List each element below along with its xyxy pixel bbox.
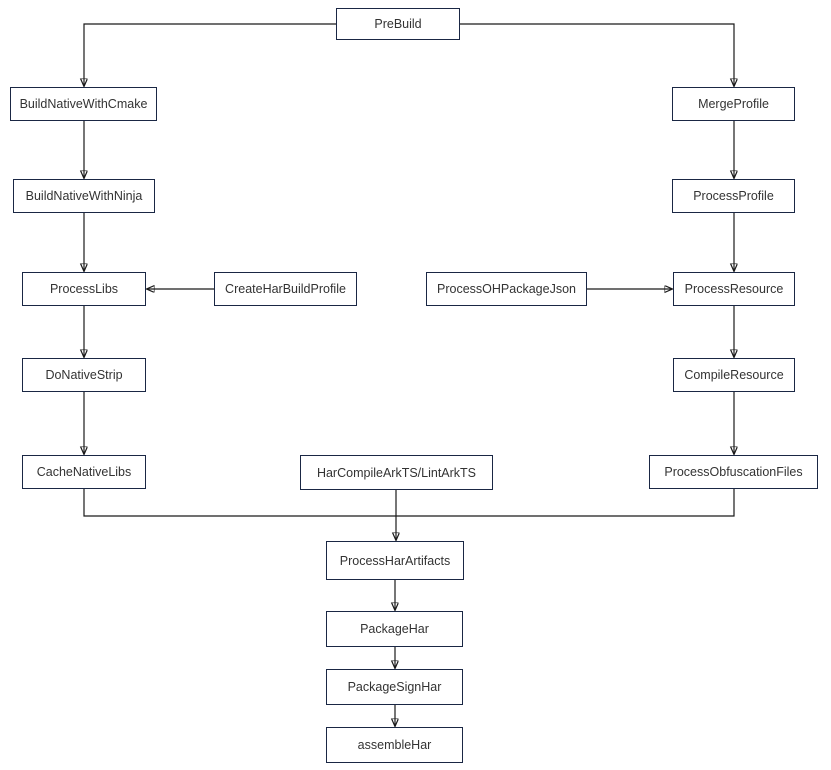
node-label: assembleHar <box>357 738 432 752</box>
node-label: PackageHar <box>360 622 429 636</box>
node-label: CompileResource <box>684 368 784 382</box>
node-process-obfuscation-files: ProcessObfuscationFiles <box>649 455 818 489</box>
node-label: DoNativeStrip <box>45 368 123 382</box>
node-package-sign-har: PackageSignHar <box>326 669 463 705</box>
node-label: ProcessOHPackageJson <box>437 282 576 296</box>
node-label: ProcessHarArtifacts <box>339 553 451 568</box>
node-merge-profile: MergeProfile <box>672 87 795 121</box>
node-label: MergeProfile <box>698 97 769 111</box>
node-label: ProcessProfile <box>693 189 774 203</box>
node-har-compile-arkts: HarCompileArkTS/LintArkTS <box>300 455 493 490</box>
node-label: ProcessLibs <box>49 282 119 296</box>
node-create-har-build-profile: CreateHarBuildProfile <box>214 272 357 306</box>
node-package-har: PackageHar <box>326 611 463 647</box>
edge-merge-bus <box>83 489 735 517</box>
node-label: CacheNativeLibs <box>36 465 132 479</box>
node-label: HarCompileArkTS/LintArkTS <box>316 465 477 480</box>
node-label: BuildNativeWithNinja <box>25 189 143 203</box>
node-do-native-strip: DoNativeStrip <box>22 358 146 392</box>
node-label: ProcessObfuscationFiles <box>664 465 803 479</box>
node-label: PackageSignHar <box>347 680 442 694</box>
edge-prebuild-to-buildnativewithcmake <box>84 23 336 86</box>
node-compile-resource: CompileResource <box>673 358 795 392</box>
node-process-profile: ProcessProfile <box>672 179 795 213</box>
edge-prebuild-to-mergeprofile <box>460 23 734 86</box>
node-assemble-har: assembleHar <box>326 727 463 763</box>
node-process-resource: ProcessResource <box>673 272 795 306</box>
node-process-oh-package-json: ProcessOHPackageJson <box>426 272 587 306</box>
node-prebuild: PreBuild <box>336 8 460 40</box>
node-process-libs: ProcessLibs <box>22 272 146 306</box>
node-label: PreBuild <box>374 17 422 31</box>
node-build-native-with-ninja: BuildNativeWithNinja <box>13 179 155 213</box>
node-label: CreateHarBuildProfile <box>225 282 346 296</box>
node-label: BuildNativeWithCmake <box>19 97 148 111</box>
node-label: ProcessResource <box>684 282 784 296</box>
node-cache-native-libs: CacheNativeLibs <box>22 455 146 489</box>
node-process-har-artifacts: ProcessHarArtifacts <box>326 541 464 580</box>
node-build-native-with-cmake: BuildNativeWithCmake <box>10 87 157 121</box>
